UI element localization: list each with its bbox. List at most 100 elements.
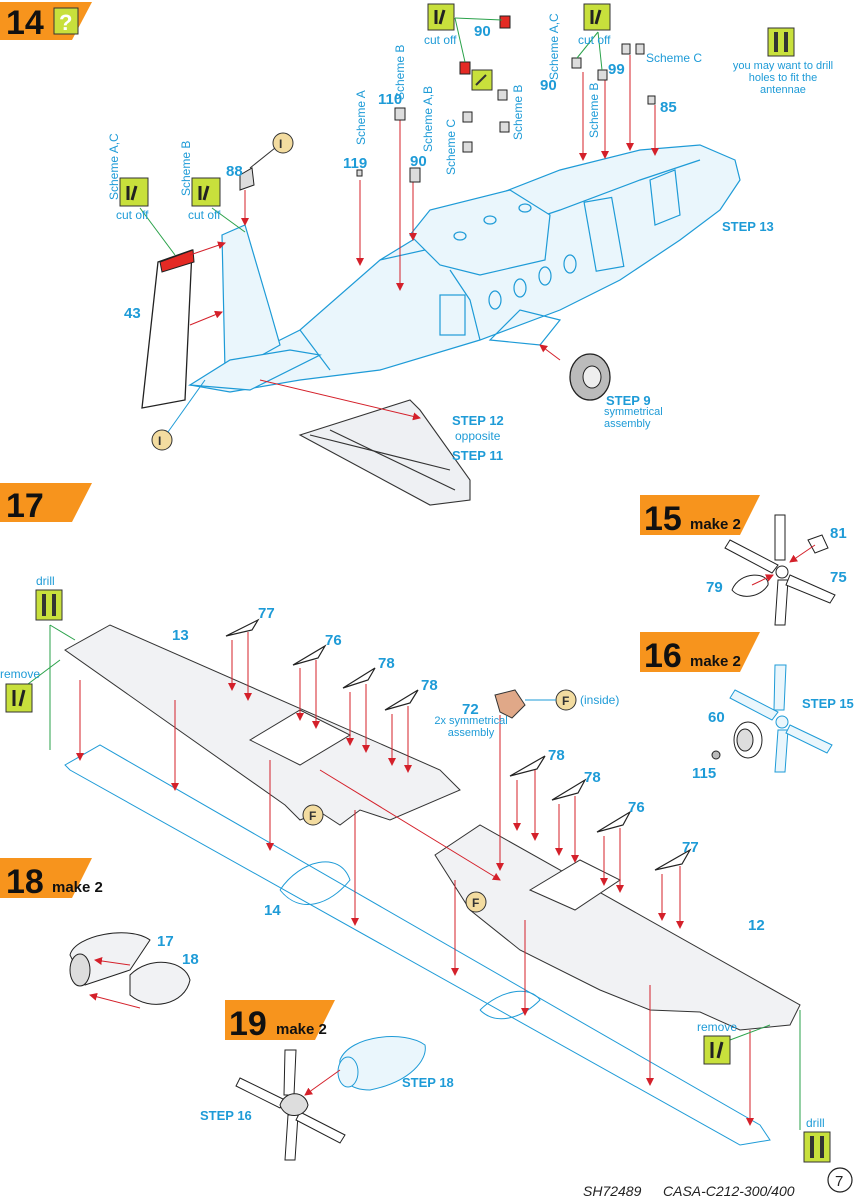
step-16-number: 16 xyxy=(644,637,682,675)
cut-off-tail-a: cut off xyxy=(116,208,149,222)
step-16-section: 16 make 2 60 115 STEP 15 xyxy=(640,632,854,782)
step-14-section: 14 ? xyxy=(0,2,834,506)
step-14-leaders xyxy=(139,17,603,256)
step-14-number: 14 xyxy=(6,4,44,42)
step-19-make: make 2 xyxy=(276,1021,327,1038)
part-90-top: 90 xyxy=(474,23,491,40)
step-14-arrows xyxy=(189,55,659,421)
part-78-right-b: 78 xyxy=(584,769,601,786)
drill-note: you may want to drill holes to fit the a… xyxy=(732,60,834,96)
step-15-make: make 2 xyxy=(690,516,741,533)
step-15-section: 15 make 2 81 79 75 xyxy=(640,495,847,626)
glue-i-icon-top: I xyxy=(249,132,294,169)
part-17: 17 xyxy=(157,933,174,950)
glue-f-label-left: F xyxy=(309,809,316,823)
remove-label-right: remove xyxy=(697,1020,737,1034)
part-76-left: 76 xyxy=(325,632,342,649)
part-78-left-a: 78 xyxy=(378,655,395,672)
step-19-section: 19 make 2 STEP 18 STEP 16 xyxy=(200,1000,454,1161)
part-75: 75 xyxy=(830,569,847,586)
cut-off-icon-tail-a xyxy=(119,177,149,207)
propeller-drawing-19 xyxy=(235,1049,346,1161)
part-12: 12 xyxy=(748,917,765,934)
part-76-right: 76 xyxy=(628,799,645,816)
part-13: 13 xyxy=(172,627,189,644)
step-16-ref: STEP 16 xyxy=(200,1108,252,1123)
glue-f-icon-72: F xyxy=(525,689,577,711)
fuselage-drawing xyxy=(188,144,741,393)
step-9-note-box: symmetrical assembly xyxy=(604,406,663,430)
glue-f-icon-left: F xyxy=(302,804,324,826)
drill-icon-left xyxy=(35,589,63,621)
cut-off-tail-b: cut off xyxy=(188,208,221,222)
part-99: 99 xyxy=(608,61,625,78)
scheme-b-tail: Scheme B xyxy=(179,141,193,196)
step-11-ref: STEP 11 xyxy=(452,448,503,463)
step-15-badge xyxy=(640,495,760,535)
part-79: 79 xyxy=(706,579,723,596)
nacelle-drawing xyxy=(69,932,191,1005)
part-18: 18 xyxy=(182,951,199,968)
step-18-ref: STEP 18 xyxy=(402,1075,454,1090)
part-90-right: 90 xyxy=(540,77,557,94)
flap-hinges xyxy=(225,618,692,871)
step-9-ref: STEP 9 xyxy=(606,393,651,408)
step-18-badge xyxy=(0,858,92,898)
glue-i-label-top: I xyxy=(279,137,282,151)
part-72-note-box: 2x symmetrical assembly xyxy=(434,715,507,739)
part-77-right: 77 xyxy=(682,839,699,856)
question-mark: ? xyxy=(59,10,72,35)
part-119: 119 xyxy=(343,155,367,172)
remove-label-left: remove xyxy=(0,667,40,681)
step-18-arrows xyxy=(89,957,141,1009)
part-81: 81 xyxy=(830,525,847,542)
remove-icon-right xyxy=(703,1035,731,1065)
stabilizer-drawing xyxy=(298,399,471,506)
part-77-left: 77 xyxy=(258,605,275,622)
inside-label: (inside) xyxy=(580,693,619,707)
step-17-section: 17 xyxy=(0,483,831,1163)
glue-i-label-bottom: I xyxy=(158,434,161,448)
scheme-ac-top: Scheme A,C xyxy=(547,13,561,80)
drill-label-right: drill xyxy=(806,1116,825,1130)
step-19-badge xyxy=(225,1000,335,1040)
opposite-label: opposite xyxy=(455,429,501,443)
part-14: 14 xyxy=(264,902,281,919)
drill-note-box: you may want to drill holes to fit the a… xyxy=(732,60,834,96)
scheme-a: Scheme A xyxy=(354,90,368,145)
glue-icon-top xyxy=(471,69,493,91)
glue-f-label-72: F xyxy=(562,694,569,708)
step-13-ref: STEP 13 xyxy=(722,219,774,234)
question-icon xyxy=(53,7,79,35)
cut-off-top: cut off xyxy=(424,33,457,47)
step-18-section: 18 make 2 17 18 xyxy=(0,858,199,1009)
scheme-b-mid: Scheme B xyxy=(511,85,525,140)
step-18-number: 18 xyxy=(6,863,44,901)
step-12-ref: STEP 12 xyxy=(452,413,504,428)
part-115: 115 xyxy=(692,765,716,782)
rudder-part-43 xyxy=(141,249,195,409)
scheme-ac-tail: Scheme A,C xyxy=(107,133,121,200)
footer-code: SH72489 xyxy=(583,1183,642,1199)
glue-i-icon-bottom: I xyxy=(151,379,206,451)
part-110: 110 xyxy=(378,91,402,108)
part-43: 43 xyxy=(124,305,141,322)
scheme-b-right: Scheme B xyxy=(587,83,601,138)
step-16-make: make 2 xyxy=(690,653,741,670)
step-15-ref: STEP 15 xyxy=(802,696,854,711)
part-88: 88 xyxy=(226,163,243,180)
page-number: 7 xyxy=(835,1173,843,1190)
step-17-arrows xyxy=(76,632,754,1126)
part-78-right-a: 78 xyxy=(548,747,565,764)
footer: SH72489 CASA-C212-300/400 7 xyxy=(583,1167,853,1199)
wheel-drawing xyxy=(569,353,611,401)
scheme-c: Scheme C xyxy=(444,119,458,175)
part-85: 85 xyxy=(660,99,677,116)
scheme-ab: Scheme A,B xyxy=(421,86,435,152)
step-9-note: symmetrical assembly xyxy=(604,406,663,430)
upper-wing-drawing xyxy=(64,624,801,1031)
page-number-circle xyxy=(827,1167,853,1193)
drill-icon-right xyxy=(803,1131,831,1163)
small-parts xyxy=(239,15,656,191)
